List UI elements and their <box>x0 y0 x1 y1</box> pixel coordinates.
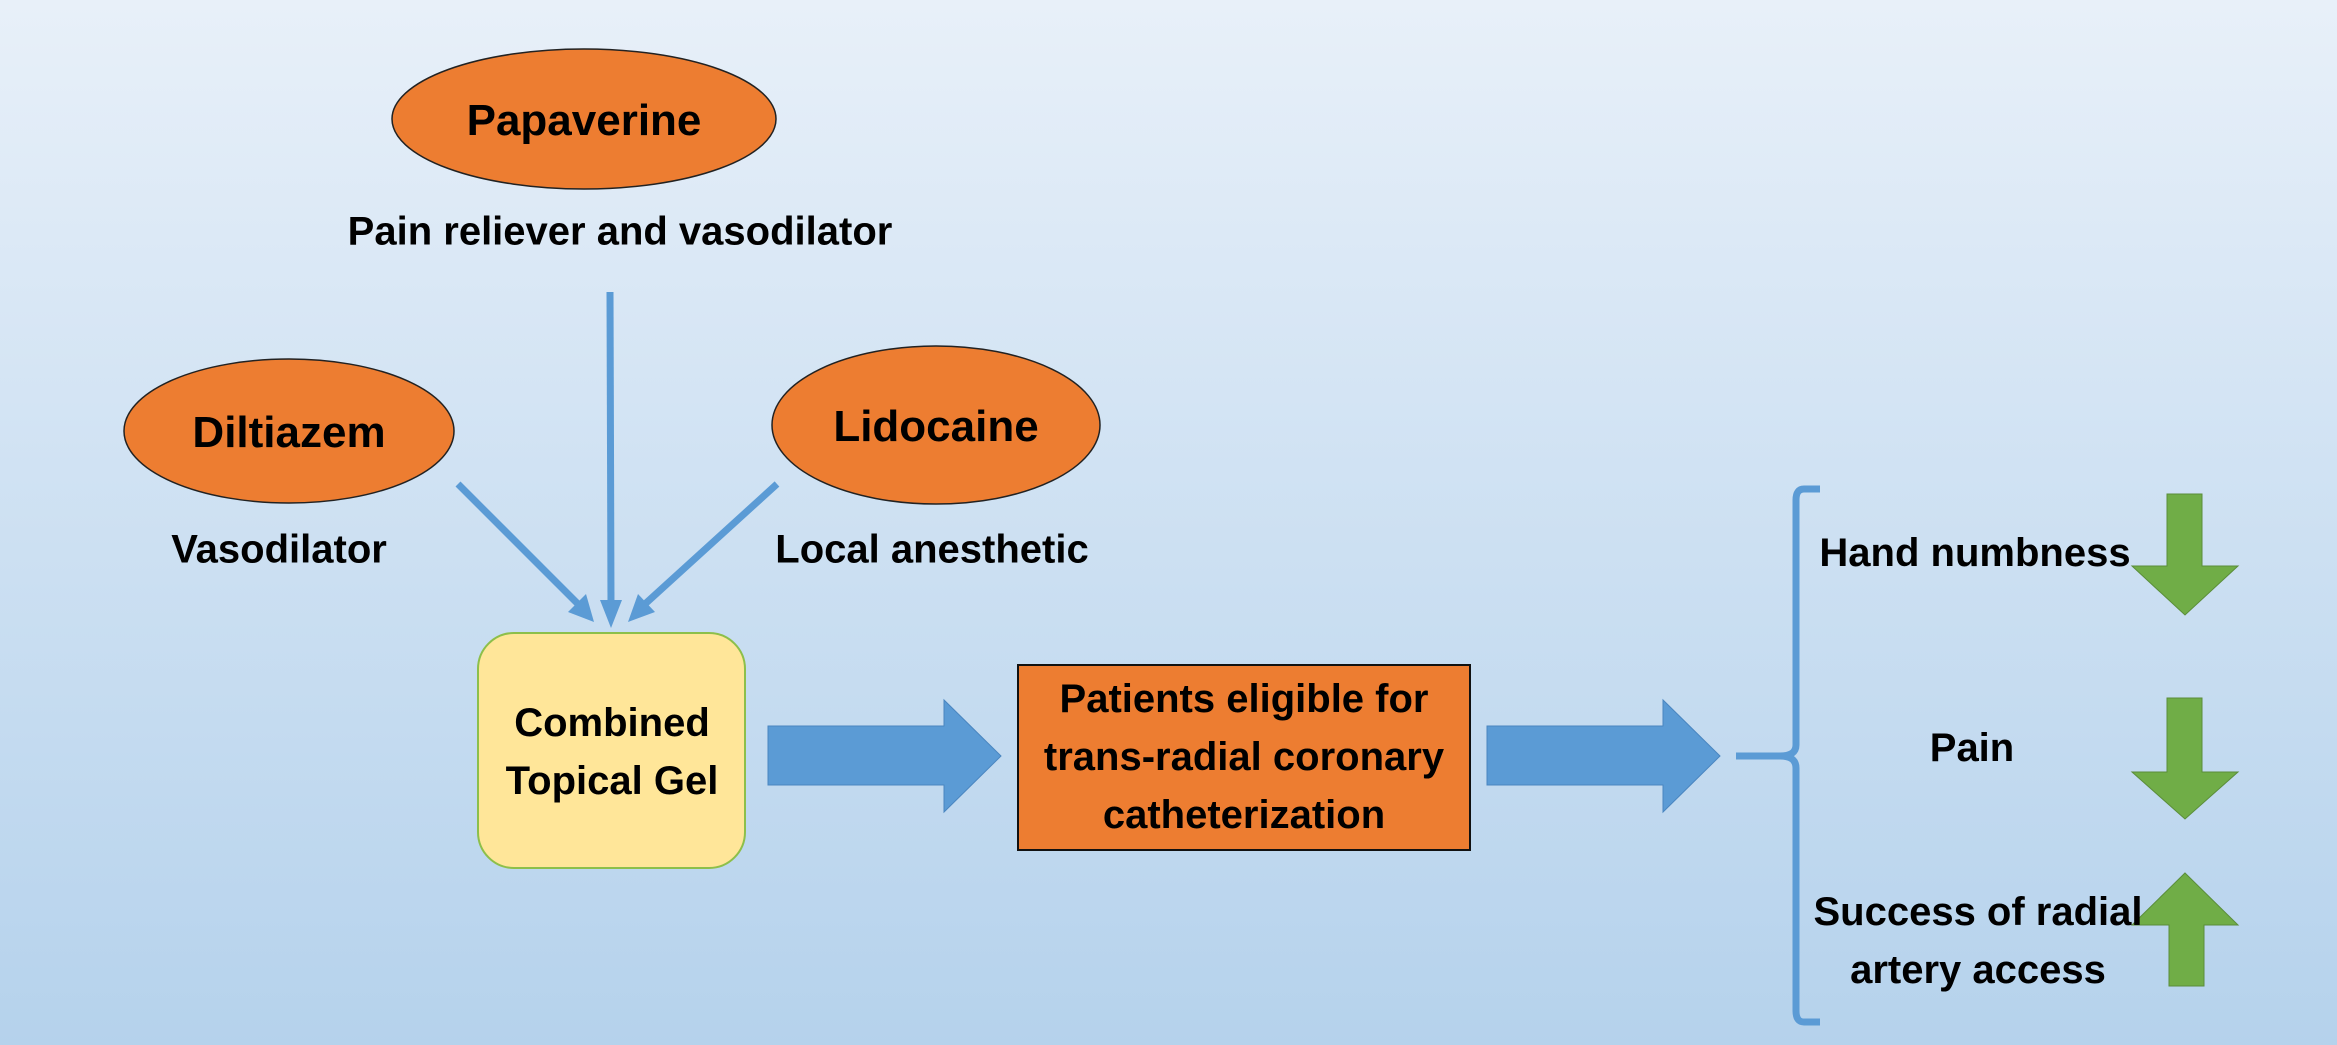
outcome-pain: Pain <box>1929 726 2015 770</box>
lidocaine-ellipse <box>771 345 1101 505</box>
arrow-down-icon <box>2130 697 2240 820</box>
patients-label: Patients eligible for trans-radial coron… <box>1043 677 1445 837</box>
diltiazem-role: Vasodilator <box>171 527 387 572</box>
outcome-radial-access-success: Success of radial artery access <box>1813 890 2143 992</box>
patients-box <box>1017 664 1471 851</box>
lidocaine-label: Lidocaine <box>833 402 1039 451</box>
block-arrow-gel-to-patients <box>767 698 1002 814</box>
arrow-up-icon <box>2130 872 2240 987</box>
diltiazem-arrow <box>455 481 594 622</box>
lidocaine-arrow <box>628 481 780 622</box>
block-arrow-patients-to-outcomes <box>1486 698 1721 814</box>
papaverine-label: Papaverine <box>466 96 702 145</box>
papaverine-role: Pain reliever and vasodilator <box>347 209 893 254</box>
lidocaine-role: Local anesthetic <box>775 527 1089 572</box>
arrow-down-icon <box>2130 493 2240 616</box>
diltiazem-ellipse <box>123 358 455 504</box>
gel-box <box>477 632 746 869</box>
papaverine-arrow <box>600 291 622 628</box>
gel-label: Combined Topical Gel <box>505 701 719 803</box>
diltiazem-label: Diltiazem <box>192 408 386 457</box>
outcomes-brace <box>1736 485 1820 1026</box>
outcome-hand-numbness: Hand numbness <box>1819 531 2131 575</box>
papaverine-ellipse <box>391 48 777 190</box>
